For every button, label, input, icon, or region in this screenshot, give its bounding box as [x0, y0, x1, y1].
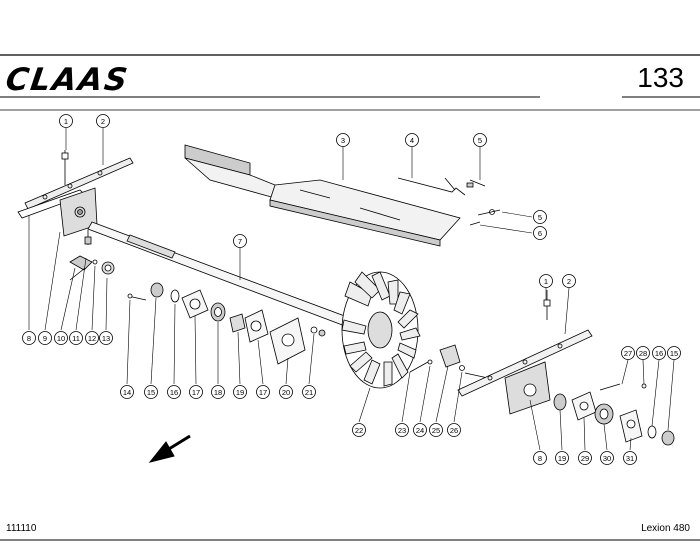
- callout: 19: [236, 388, 244, 397]
- frame-lines: [0, 54, 700, 541]
- callout: 16: [655, 349, 663, 358]
- callout: 28: [639, 349, 647, 358]
- top-cover-plate: [184, 144, 461, 247]
- callout: 31: [626, 454, 634, 463]
- left-bearing-stack: [127, 282, 326, 365]
- callout-bubbles: [22, 114, 681, 465]
- rod-bracket: [397, 177, 501, 226]
- callout: 2: [101, 117, 105, 126]
- callout: 26: [450, 426, 458, 435]
- callout: 8: [27, 334, 31, 343]
- right-bearing-group: [409, 344, 489, 379]
- callout: 12: [88, 334, 96, 343]
- callout: 5: [538, 213, 542, 222]
- callout: 25: [432, 426, 440, 435]
- callout: 4: [410, 136, 414, 145]
- page-number: 133: [637, 62, 684, 93]
- callout: 3: [341, 136, 345, 145]
- callout: 17: [259, 388, 267, 397]
- callout: 15: [147, 388, 155, 397]
- callout: 15: [670, 349, 678, 358]
- callout: 9: [43, 334, 47, 343]
- direction-arrow-icon: [148, 434, 191, 463]
- drawing-code: 111110: [6, 523, 37, 534]
- callout: 14: [123, 388, 131, 397]
- callout: 24: [416, 426, 424, 435]
- brand-logo: CLAAS: [3, 62, 132, 98]
- callout: 22: [355, 426, 363, 435]
- callout: 23: [398, 426, 406, 435]
- callout: 8: [538, 454, 542, 463]
- callout: 7: [238, 237, 242, 246]
- model-name: Lexion 480: [641, 523, 690, 534]
- callout: 16: [170, 388, 178, 397]
- callout: 6: [538, 229, 542, 238]
- callout: 1: [544, 277, 548, 286]
- callout-labels: 1 2 3 4 5 5 6 7 8 9 10 11 12 13 14 15 16…: [27, 117, 678, 463]
- callout: 13: [102, 334, 110, 343]
- callout: 29: [581, 454, 589, 463]
- callout: 10: [57, 334, 65, 343]
- callout: 11: [72, 334, 80, 343]
- callout: 2: [567, 277, 571, 286]
- callout: 27: [624, 349, 632, 358]
- leader-lines: [28, 128, 675, 451]
- callout: 20: [282, 388, 290, 397]
- callout: 19: [558, 454, 566, 463]
- callout: 30: [603, 454, 611, 463]
- callout: 1: [64, 117, 68, 126]
- left-bracket-assembly: [17, 150, 134, 281]
- callout: 5: [478, 136, 482, 145]
- right-bracket-assembly: [457, 290, 675, 446]
- callout: 21: [305, 388, 313, 397]
- callout: 17: [192, 388, 200, 397]
- callout: 18: [214, 388, 222, 397]
- fan-impeller: [341, 271, 421, 389]
